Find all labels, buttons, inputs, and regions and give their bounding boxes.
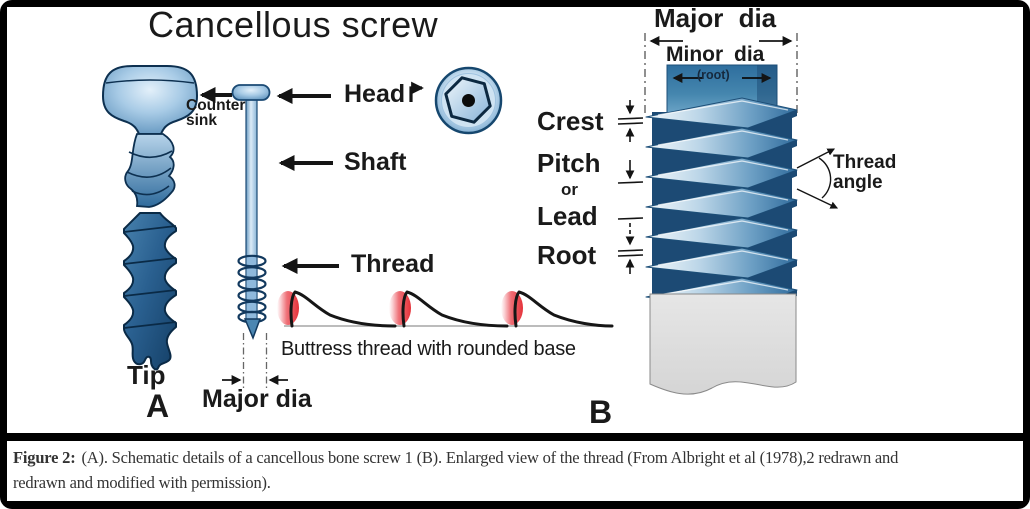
lead-label: Lead xyxy=(537,201,598,231)
pitch-label: Pitch xyxy=(537,148,601,178)
head-to-hex-arrow xyxy=(409,81,424,102)
thread-ridge xyxy=(645,187,798,224)
shaft-label: Shaft xyxy=(344,148,407,176)
major-dia-extension-lines-b xyxy=(644,33,798,115)
pilot-screw-core xyxy=(246,256,257,320)
thread-label: Thread xyxy=(351,250,435,278)
buttress-caption: Buttress thread with rounded base xyxy=(281,338,576,360)
thread-ridge xyxy=(645,247,798,284)
enlarged-thread-drawing xyxy=(617,33,839,395)
crest-label: Crest xyxy=(537,106,604,136)
bone-block xyxy=(649,293,797,395)
thread-ridge xyxy=(645,97,798,134)
panel-a-label: A xyxy=(146,388,170,424)
figure-caption: Figure 2: (A). Schematic details of a can… xyxy=(13,445,1015,495)
tip-label: Tip xyxy=(127,360,166,390)
profile-teeth-outline xyxy=(289,290,614,328)
cancellous-screw-drawing xyxy=(101,65,199,371)
thread-ridge xyxy=(645,127,798,164)
pilot-screw-thread-coils xyxy=(237,254,267,324)
head-label: Head xyxy=(344,80,406,108)
pitch-dimension-marks xyxy=(617,160,644,184)
major-dia-extension-lines xyxy=(242,333,268,388)
screw-threaded-shank xyxy=(123,212,177,371)
lead-root-dimension-marks xyxy=(617,217,644,274)
counter-sink-label: Counter sink xyxy=(186,97,246,129)
major-dia-label-b: Major dia xyxy=(654,3,777,33)
crest-dimension-marks xyxy=(617,100,644,142)
or-label: or xyxy=(561,180,578,199)
pilot-screw-head xyxy=(231,84,271,101)
hex-center-dot xyxy=(462,94,475,107)
thread-angle-indicator xyxy=(796,148,839,209)
profile-red-highlight xyxy=(277,291,299,325)
buttress-thread-profile xyxy=(277,290,614,328)
screw-head-shape xyxy=(101,65,199,135)
major-dia-label-a: Major dia xyxy=(202,385,312,413)
profile-red-highlight xyxy=(501,291,523,325)
screw-countersink-cone xyxy=(124,133,176,208)
caption-area xyxy=(7,441,1023,501)
thread-angle-label: Thread angle xyxy=(833,152,897,193)
root-label: Root xyxy=(537,240,597,270)
cone-spiral-lines xyxy=(126,150,173,196)
profile-red-highlight xyxy=(389,291,411,325)
caption-line1: (A). Schematic details of a cancellous b… xyxy=(81,448,899,467)
callout-arrows xyxy=(199,81,424,274)
head-rim-line xyxy=(105,79,195,84)
panel-b-label: B xyxy=(589,394,613,430)
figure-number: Figure 2: xyxy=(13,448,76,467)
thread-ridge xyxy=(645,157,798,194)
root-top-label: (root) xyxy=(697,68,730,82)
thread-ridge xyxy=(645,217,798,254)
pilot-screw-drawing xyxy=(222,84,288,388)
caption-line2: redrawn and modified with permission). xyxy=(13,473,271,492)
pilot-screw-tip xyxy=(243,318,262,341)
shank-thread-lines xyxy=(123,225,177,329)
minor-dia-label: Minor dia xyxy=(666,43,765,66)
hex-head-top-view xyxy=(434,66,503,135)
figure-title: Cancellous screw xyxy=(148,4,439,45)
